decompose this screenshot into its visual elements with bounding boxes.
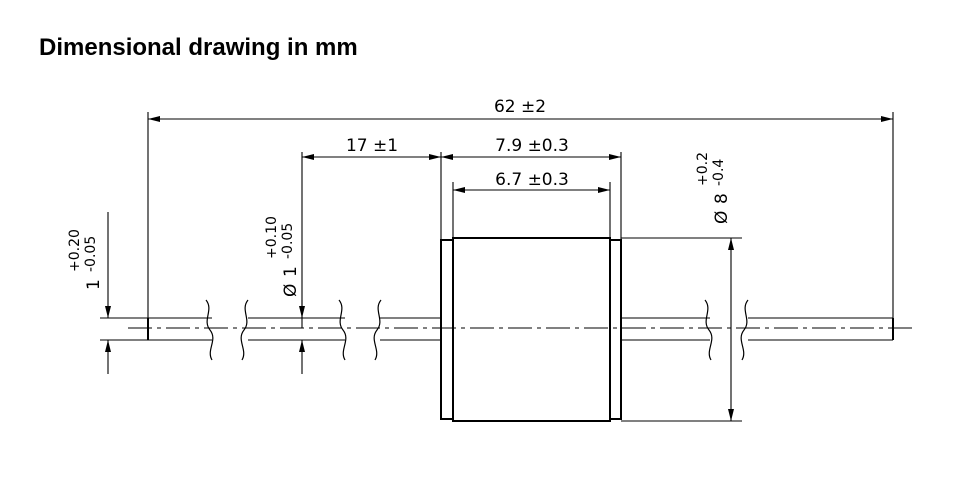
- body-dia-label: Ø 8 +0.2 -0.4: [695, 152, 732, 224]
- component-body: [440, 237, 622, 422]
- lead-right-end: [748, 317, 894, 341]
- extension-lines: [100, 112, 894, 422]
- lead-right-inner: [621, 317, 710, 341]
- lead-length-label: 17 ±1: [346, 136, 398, 156]
- body-dia-nominal: 8: [712, 193, 732, 204]
- overall-length-label: 62 ±2: [494, 97, 546, 117]
- lead-dia-left-tol-plus: +0.20: [67, 229, 83, 272]
- page-title: Dimensional drawing in mm: [39, 34, 358, 61]
- inner-length-label: 6.7 ±0.3: [495, 170, 569, 190]
- lead-dia-tol-plus: +0.10: [264, 216, 280, 259]
- lead-dia-left-label: 1 +0.20 -0.05: [67, 229, 104, 290]
- lead-dia-nominal: 1: [281, 266, 301, 277]
- break-marks: [205, 299, 749, 361]
- lead-dia-symbol: Ø: [281, 284, 301, 297]
- body-dia-tol-minus: -0.4: [711, 159, 727, 186]
- body-length-label: 7.9 ±0.3: [495, 136, 569, 156]
- body-dia-symbol: Ø: [712, 211, 732, 224]
- lead-left-inner: [380, 317, 441, 341]
- lead-dia-tol-minus: -0.05: [280, 223, 296, 259]
- body-dia-tol-plus: +0.2: [695, 152, 711, 186]
- lead-left-end: [147, 317, 212, 341]
- lead-dia-label: Ø 1 +0.10 -0.05: [264, 216, 301, 297]
- lead-left-mid: [248, 317, 345, 341]
- lead-dia-left-nominal: 1: [84, 279, 104, 290]
- lead-dia-left-tol-minus: -0.05: [83, 236, 99, 272]
